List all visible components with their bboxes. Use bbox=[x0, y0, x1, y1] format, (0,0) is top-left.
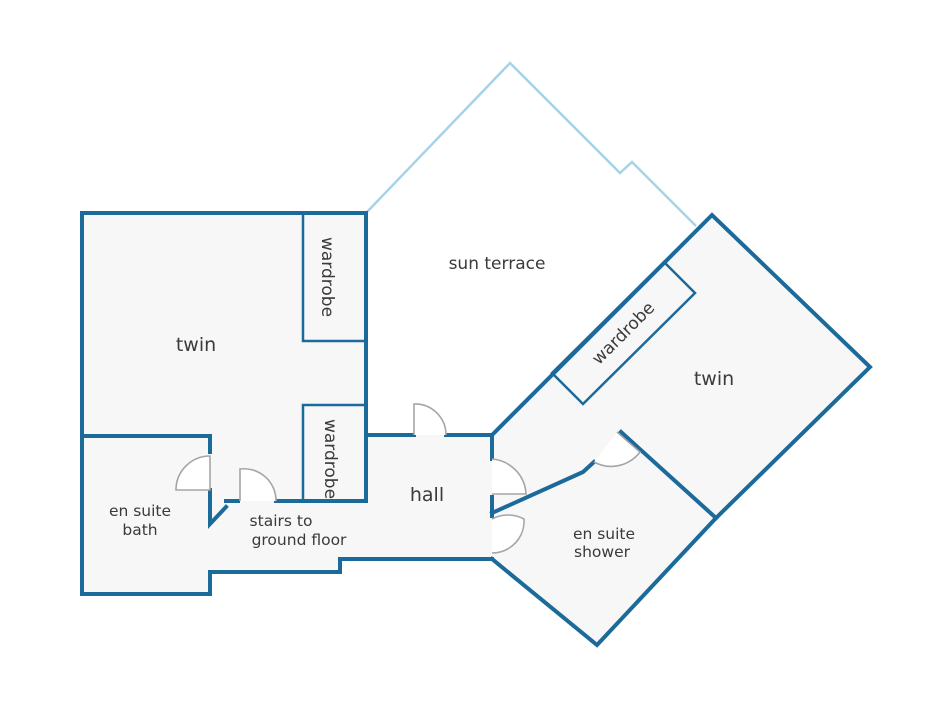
door-shower-twin bbox=[593, 431, 642, 468]
door-hall-twin-right bbox=[491, 458, 527, 495]
twin-right-floor bbox=[492, 215, 870, 518]
wardrobe-left-bottom bbox=[301, 403, 368, 503]
wall-en-suite-shower-outer bbox=[489, 515, 719, 648]
doors bbox=[175, 403, 642, 554]
en-suite-shower-floor bbox=[492, 432, 716, 645]
wall-shower-hall bbox=[489, 459, 597, 516]
label-en-suite-bath-2: bath bbox=[122, 521, 157, 539]
label-en-suite-shower-2: shower bbox=[574, 543, 631, 561]
label-en-suite-bath-1: en suite bbox=[109, 502, 171, 520]
en-suite-bath-floor bbox=[82, 436, 210, 594]
wardrobes bbox=[301, 211, 697, 503]
wardrobe-right bbox=[550, 260, 697, 406]
hall-floor bbox=[210, 435, 492, 572]
label-hall: hall bbox=[410, 484, 444, 506]
label-stairs-1: stairs to bbox=[250, 512, 313, 530]
door-stairs bbox=[239, 467, 277, 502]
door-en-suite-bath bbox=[175, 455, 211, 491]
wardrobe-left-top bbox=[301, 211, 368, 343]
label-twin-left: twin bbox=[176, 334, 216, 356]
label-sun-terrace: sun terrace bbox=[449, 254, 546, 274]
sun-terrace-outline bbox=[365, 61, 697, 227]
wall-shower-twin bbox=[618, 429, 719, 521]
label-stairs-2: ground floor bbox=[252, 531, 347, 549]
twin-left-floor bbox=[82, 213, 366, 501]
label-wardrobe-left-top: wardrobe bbox=[317, 237, 337, 317]
label-en-suite-shower-1: en suite bbox=[573, 525, 635, 543]
wall-twin-left-outer bbox=[80, 211, 368, 503]
label-twin-right: twin bbox=[694, 368, 734, 390]
label-wardrobe-left-bottom: wardrobe bbox=[320, 419, 340, 499]
wall-hall-bottom bbox=[208, 557, 494, 574]
floor-fills bbox=[82, 213, 870, 645]
wall-bath-right-lower bbox=[208, 488, 229, 530]
door-hall-terrace bbox=[413, 403, 447, 436]
door-hall-shower bbox=[491, 514, 525, 554]
wall-en-suite-bath bbox=[80, 434, 212, 596]
